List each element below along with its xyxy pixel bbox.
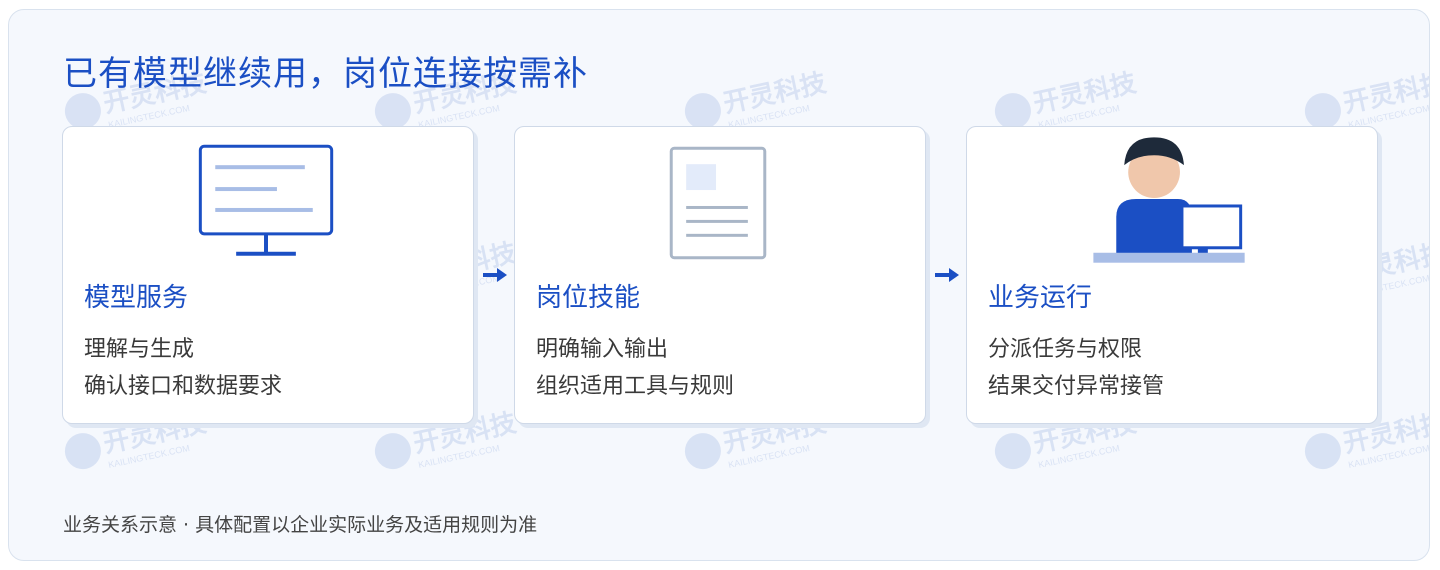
- watermark-domain: KAILINGTECK.COM: [417, 443, 500, 470]
- watermark-domain: KAILINGTECK.COM: [1347, 443, 1430, 470]
- watermark-domain: KAILINGTECK.COM: [1037, 443, 1120, 470]
- watermark-brand: 开灵科技: [1031, 67, 1139, 118]
- card-line: 结果交付异常接管: [988, 374, 1165, 399]
- card-business-operation: 业务运行 分派任务与权限 结果交付异常接管: [966, 126, 1378, 424]
- document-icon: [669, 146, 767, 260]
- page-title: 已有模型继续用，岗位连接按需补: [63, 54, 588, 94]
- monitor-icon: [198, 144, 334, 256]
- card-line: 理解与生成: [84, 337, 195, 362]
- footnote: 业务关系示意 · 具体配置以企业实际业务及适用规则为准: [63, 514, 538, 536]
- card-line: 明确输入输出: [536, 337, 669, 362]
- card-line: 分派任务与权限: [988, 337, 1143, 362]
- card-line: 确认接口和数据要求: [84, 374, 283, 399]
- watermark-brand: 开灵科技: [721, 67, 829, 118]
- card-title: 岗位技能: [536, 283, 641, 313]
- card-line: 组织适用工具与规则: [536, 374, 735, 399]
- watermark-domain: KAILINGTECK.COM: [107, 443, 190, 470]
- watermark-brand: 开灵科技: [1341, 67, 1430, 118]
- card-title: 业务运行: [988, 283, 1093, 313]
- card-title: 模型服务: [84, 283, 189, 313]
- card-model-service: 模型服务 理解与生成 确认接口和数据要求: [62, 126, 474, 424]
- arrow-right-icon: [935, 268, 959, 282]
- card-role-skills: 岗位技能 明确输入输出 组织适用工具与规则: [514, 126, 926, 424]
- person-at-computer-icon: [1093, 137, 1245, 263]
- arrow-right-icon: [483, 268, 507, 282]
- watermark-domain: KAILINGTECK.COM: [727, 443, 810, 470]
